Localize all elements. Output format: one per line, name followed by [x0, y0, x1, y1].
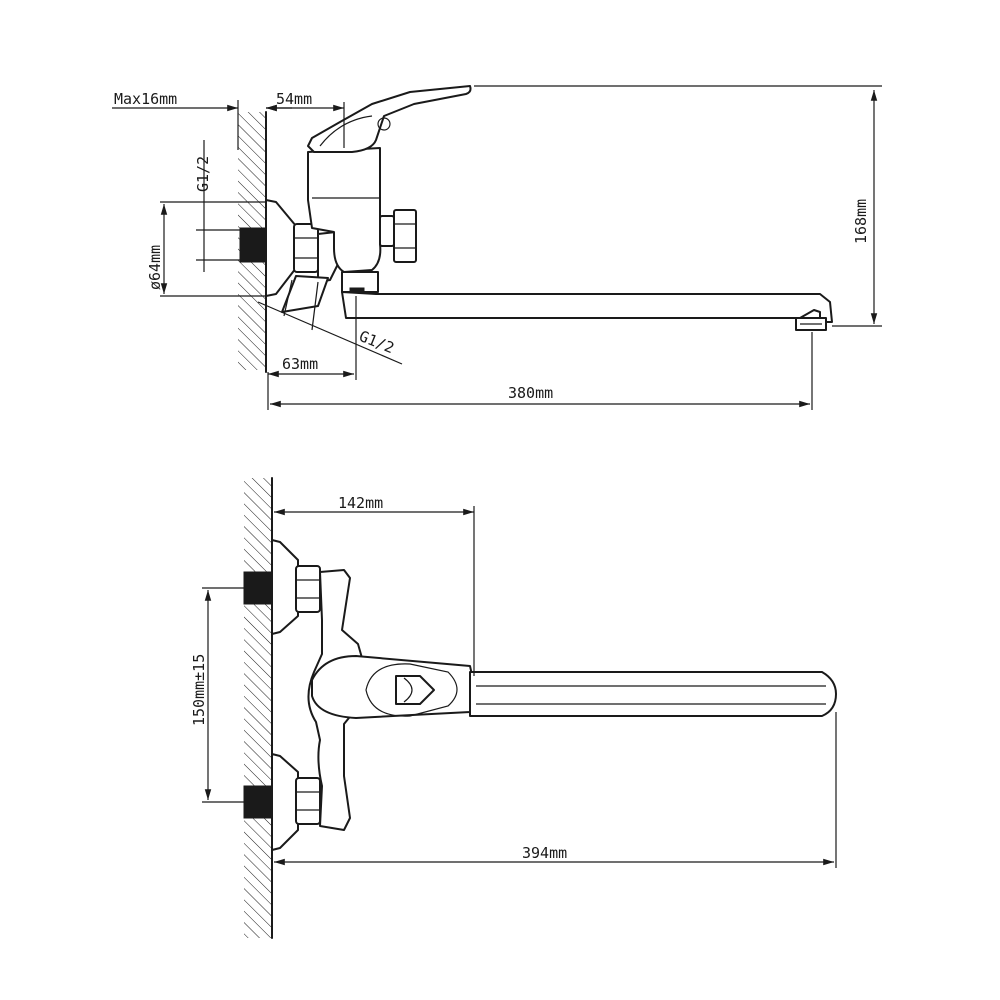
eccentric-offset-label: 63mm [282, 355, 318, 373]
thread-top-label: G1/2 [194, 156, 212, 192]
body-offset-label: 54mm [276, 90, 312, 108]
dim-height: 168mm [474, 85, 882, 327]
eccentric-pipe [281, 275, 329, 313]
center-distance-label: 150mm±15 [190, 654, 208, 726]
height-label: 168mm [852, 199, 870, 244]
lever-handle-front[interactable] [311, 655, 474, 719]
flange-bottom-front [271, 753, 299, 851]
diverter-knob-side[interactable] [379, 209, 417, 263]
spout-side [341, 291, 833, 323]
dim-thread-bottom: G1/2 [257, 279, 403, 365]
dim-eccentric-offset: 63mm [268, 296, 357, 380]
total-length-label: 394mm [522, 844, 567, 862]
dim-flange-diameter: ø64mm [146, 201, 266, 297]
wall-front [244, 477, 273, 939]
hex-nut-top [295, 565, 321, 613]
hex-nut-bottom [295, 777, 321, 825]
dim-center-distance: 150mm±15 [190, 587, 246, 803]
dim-total-length: 394mm [274, 712, 837, 868]
wall-pipe-top [243, 571, 273, 605]
dim-thread-top: G1/2 [194, 140, 240, 272]
lever-handle-side [307, 85, 472, 153]
front-view: 142mm 150mm±15 394mm [190, 477, 837, 939]
dim-body-offset: 54mm [266, 90, 345, 148]
hex-nut-side [293, 223, 319, 273]
wall-pipe-side [239, 227, 267, 263]
side-view: Max16mm 54mm 168mm G1/2 ø64m [112, 85, 882, 410]
dim-spout-reach: 380mm [267, 332, 813, 410]
handle-offset-label: 142mm [338, 494, 383, 512]
dim-handle-offset: 142mm [274, 494, 475, 676]
max-depth-label: Max16mm [114, 90, 177, 108]
spout-front [469, 671, 837, 717]
flange-diameter-label: ø64mm [146, 245, 164, 290]
spout-reach-label: 380mm [508, 384, 553, 402]
wall-pipe-bottom [243, 785, 273, 819]
flange-top-front [271, 539, 299, 635]
